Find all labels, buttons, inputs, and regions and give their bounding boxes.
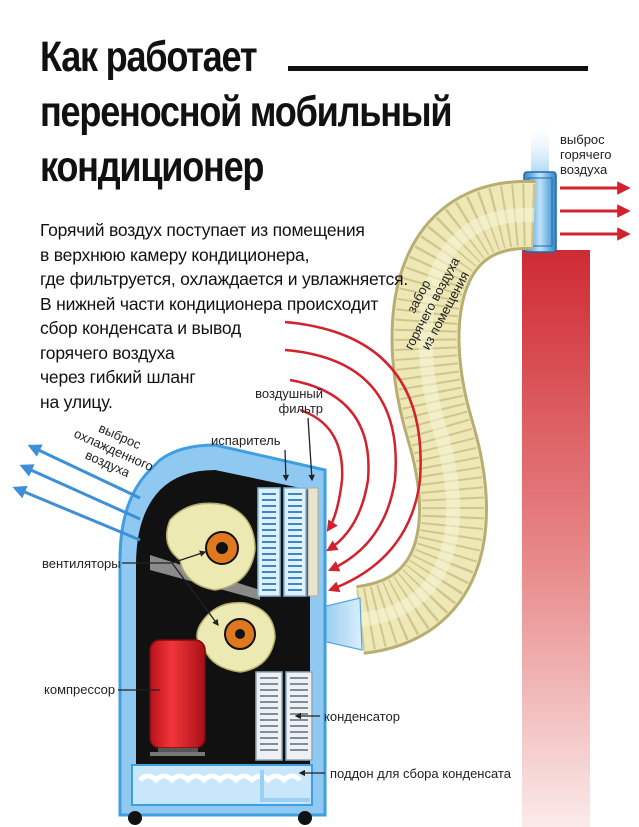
hot-steam <box>531 120 549 175</box>
outside-wall <box>522 250 590 827</box>
label-hot-exhaust: выброс горячего воздуха <box>560 132 612 177</box>
label-air-filter: воздушный фильтр <box>255 386 323 416</box>
evaporator-coils <box>257 487 307 597</box>
leader-lines <box>118 417 325 777</box>
label-evaporator: испаритель <box>211 433 281 448</box>
hot-intake-arrows <box>284 320 422 593</box>
intro-line: на улицу. <box>40 391 113 412</box>
compressor-body <box>149 639 206 756</box>
intro-line: Горячий воздух поступает из помещения <box>40 220 365 240</box>
title-line: переносной мобильный <box>40 88 453 136</box>
air-filter <box>307 487 319 597</box>
intro-line: где фильтруется, охлаждается и увлажняет… <box>40 269 409 289</box>
title-line: Как работает <box>40 33 258 81</box>
intro-text: Горячий воздух поступает из помещения в … <box>40 218 408 414</box>
intro-line: сбор конденсата и вывод <box>40 318 242 338</box>
label-condensate-tray: поддон для сбора конденсата <box>330 766 511 781</box>
intro-line: В нижней части кондиционера происходит <box>40 293 379 314</box>
page-title: Как работает переносной мобильный кондиц… <box>40 30 453 195</box>
fan-upper <box>165 502 256 591</box>
label-compressor: компрессор <box>44 682 116 697</box>
wheels <box>128 811 312 825</box>
hot-exhaust-arrows <box>560 181 631 241</box>
cold-exhaust-arrows <box>12 444 141 542</box>
flexible-hose <box>354 179 536 655</box>
intro-line: в верхнюю камеру кондиционера, <box>40 244 310 265</box>
intro-line: через гибкий шланг <box>40 367 196 387</box>
label-fans: вентиляторы <box>42 556 121 571</box>
condensate-tray <box>131 764 313 806</box>
label-condenser: конденсатор <box>324 709 400 724</box>
title-rule <box>288 66 588 71</box>
intro-line: горячего воздуха <box>40 342 175 363</box>
title-line: кондиционер <box>40 143 264 191</box>
